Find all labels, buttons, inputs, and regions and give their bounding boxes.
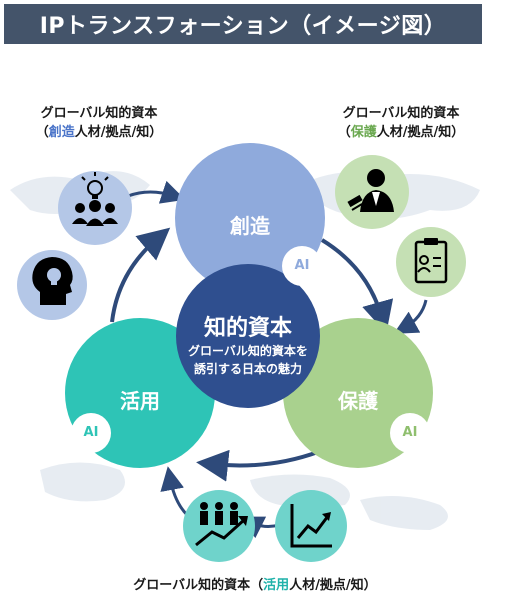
people-growth-icon [183, 490, 255, 562]
caption-create-line1: グローバル知的資本 [40, 106, 158, 121]
caption-protect-highlight: 保護 [350, 125, 377, 140]
head-lightbulb-icon [17, 250, 87, 320]
ai-badge-protect: AI [402, 425, 418, 440]
center-title: 知的資本 [203, 316, 292, 341]
caption-protect: グローバル知的資本 （保護人材/拠点/知） [316, 104, 486, 142]
arrow-utilize-to-create [110, 227, 171, 323]
utilize-label: 活用 [120, 389, 160, 413]
team-idea-icon [58, 171, 132, 245]
ai-badge-utilize-bg [71, 413, 111, 453]
caption-create-line2: （創造人材/拠点/知） [35, 125, 163, 140]
line-chart-icon [275, 490, 347, 562]
arrow-icon-to-create [127, 180, 186, 204]
caption-utilize-highlight: 活用 [263, 578, 290, 593]
protect-label: 保護 [338, 389, 378, 413]
center-subtitle-line1: グローバル知的資本を [188, 344, 308, 358]
ai-badge-create: AI [294, 258, 310, 273]
businessman-gavel-icon [335, 155, 409, 229]
page-title: IPトランスフォーション（イメージ図） [4, 4, 482, 44]
arrow-protect-to-utilize [196, 449, 319, 482]
ai-badge-protect-bg [390, 413, 430, 453]
caption-create-highlight: 創造 [48, 125, 75, 140]
caption-protect-line1: グローバル知的資本 [342, 106, 460, 121]
clipboard-id-icon [396, 227, 466, 297]
caption-protect-line2: （保護人材/拠点/知） [337, 125, 465, 140]
caption-utilize: グローバル知的資本（活用人材/拠点/知） [133, 578, 377, 593]
ai-badge-create-bg [282, 246, 322, 286]
center-circle [176, 264, 320, 408]
center-subtitle-line2: 誘引する日本の魅力 [193, 362, 302, 376]
create-label: 創造 [230, 214, 270, 238]
arrow-protect-icon-to-circle [393, 299, 428, 334]
caption-create: グローバル知的資本 （創造人材/拠点/知） [14, 104, 184, 142]
ai-badge-utilize: AI [83, 425, 99, 440]
arrow-create-to-protect [320, 238, 394, 334]
